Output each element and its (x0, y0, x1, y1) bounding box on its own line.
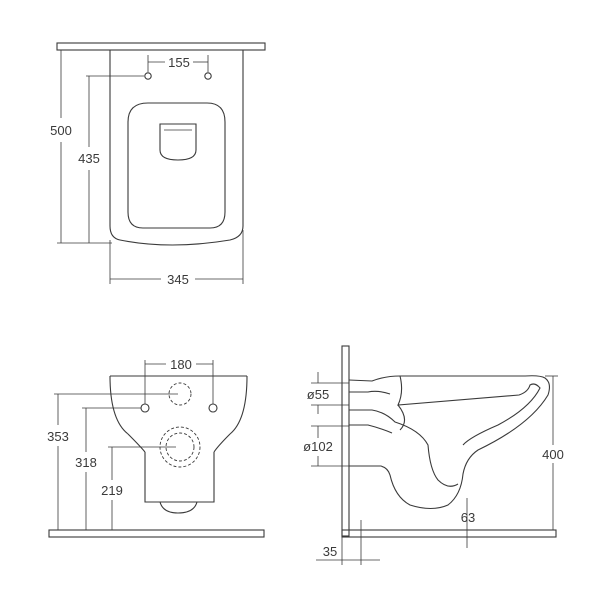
dim-435-label: 435 (78, 151, 100, 166)
front-view-outlet-lower-inner (165, 432, 195, 462)
side-view-lower-outlet (349, 424, 393, 434)
side-view-bowl-inner (397, 375, 541, 446)
dim-400-label: 400 (542, 447, 564, 462)
top-view: 155 500 435 345 (50, 42, 266, 287)
dim-55-label: ø55 (307, 387, 329, 402)
dim-500-label: 500 (50, 123, 72, 138)
dim-155-label: 155 (168, 55, 190, 70)
dim-219-label: 219 (101, 483, 123, 498)
top-view-bowl-opening (159, 123, 197, 161)
side-view-trap-inner (349, 404, 459, 487)
dim-35-label: 35 (323, 544, 337, 559)
top-view-wall-plate (56, 42, 266, 51)
side-view: ø55 ø102 400 63 35 (303, 345, 564, 565)
front-view-floor-plate (48, 529, 265, 538)
side-view-floor-plate (341, 529, 557, 538)
front-view-pedestal (144, 452, 215, 503)
front-view-hole-left (140, 403, 150, 413)
top-view-seat-outline (127, 102, 226, 229)
side-view-bowl-outer (348, 375, 551, 510)
front-view-trap (159, 501, 198, 514)
front-view-hole-right (208, 403, 218, 413)
dim-63-label: 63 (461, 510, 475, 525)
dim-318-label: 318 (75, 455, 97, 470)
side-view-wall (341, 345, 350, 537)
front-view-bowl-outline (109, 375, 248, 453)
front-view: 180 353 318 219 (47, 357, 265, 538)
dim-345-label: 345 (167, 272, 189, 287)
dim-353-label: 353 (47, 429, 69, 444)
dim-180-label: 180 (170, 357, 192, 372)
front-view-outlet-upper (168, 382, 192, 406)
top-view-body-outline (109, 50, 244, 246)
side-view-upper-outlet (349, 390, 391, 395)
top-view-hole-left (144, 72, 152, 80)
dim-102-label: ø102 (303, 439, 333, 454)
top-view-hole-right (204, 72, 212, 80)
